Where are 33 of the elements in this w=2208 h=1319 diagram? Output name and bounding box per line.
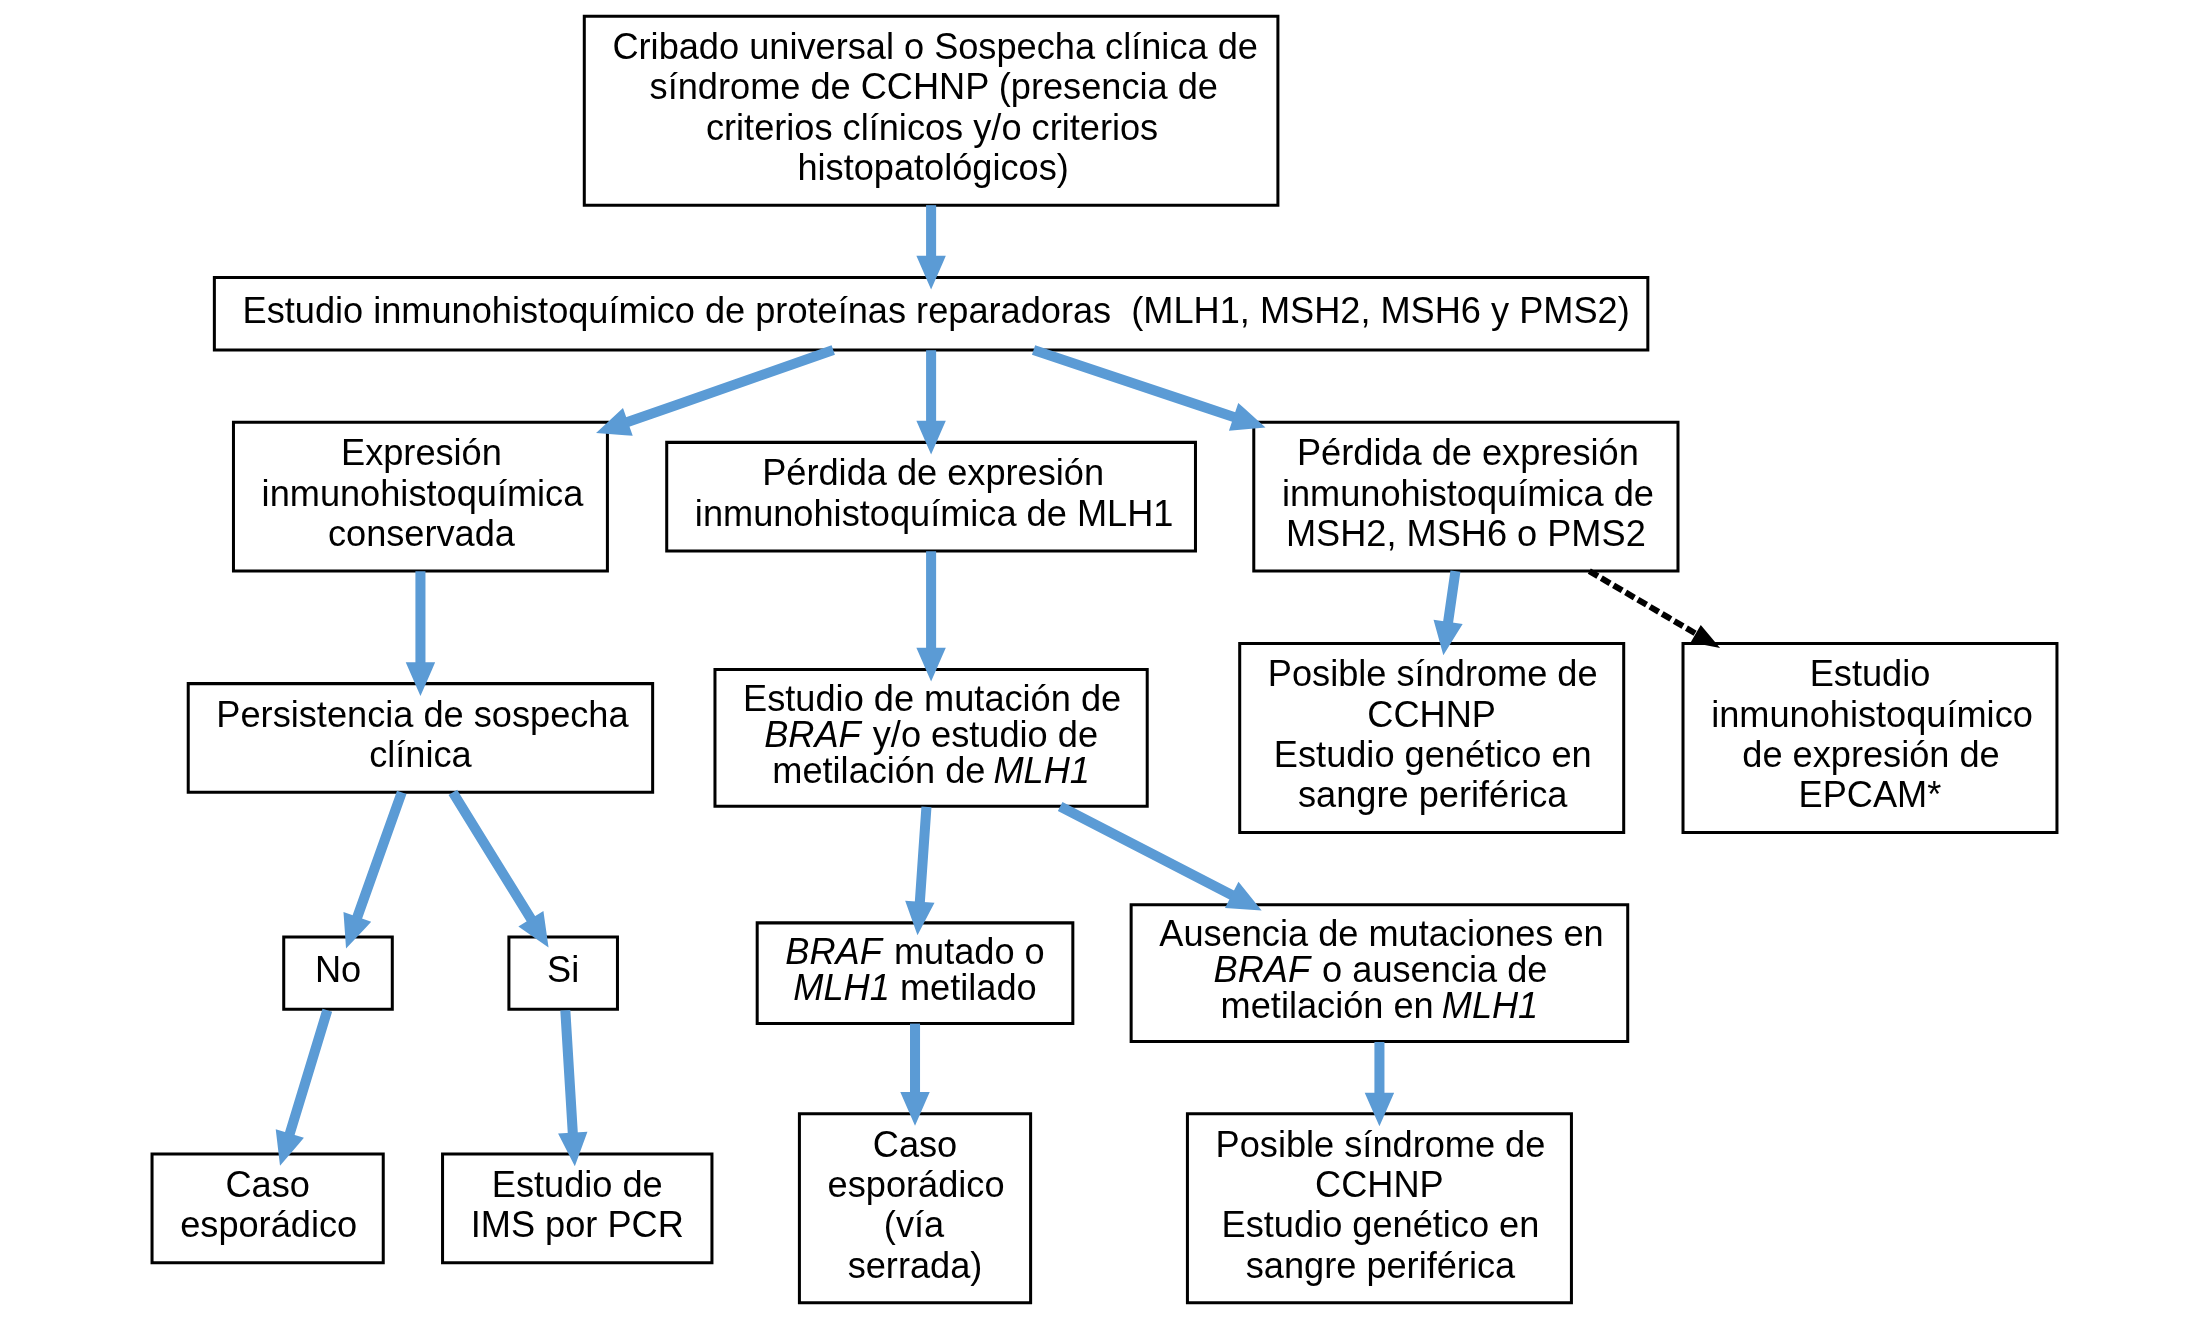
arrow [557,1009,587,1167]
arrow [275,1008,332,1166]
node-box: Ausencia de mutaciones en BRAF o ausencia de metilación en MLH1 [1129,903,1629,1043]
arrow [1031,345,1265,431]
arrow [595,345,835,436]
arrow [405,571,435,696]
node-box: Estudio de mutación de BRAF y/o estudio de metilación de MLH1 [712,668,1149,808]
arrow [1057,802,1262,911]
node-box: Caso esporádico [150,1152,385,1265]
arrow [1587,568,1720,648]
arrow [448,789,549,948]
arrow [1364,1042,1394,1127]
node-box: Estudio inmunohistoquímico de expresión de EPCAM* [1681,641,2058,834]
arrow [915,205,946,290]
arrow [899,1023,930,1126]
node-box: Estudio inmunohistoquímico de proteínas reparadoras (MLH1, MSH2, MSH6 y PMS2) [212,276,1649,352]
node-box: Caso esporádico (vía serrada) [797,1112,1032,1305]
arrow [1433,570,1463,656]
arrow [343,790,406,949]
node-box: Pérdida de expresión inmunohistoquímica de MSH2, MSH6 o PMS2 [1251,420,1679,573]
node-box: Cribado universal o Sospecha clínica de síndrome de CCHNP (presencia de criterios clínicos y/o criterios histopatológicos) [582,14,1279,207]
node-box: No [281,935,394,1011]
node-box: BRAF mutado o MLH1 metilado [755,921,1074,1025]
node-box: Estudio de IMS por PCR [440,1152,713,1265]
arrow [915,551,946,682]
arrow [915,350,946,455]
node-box: Expresión inmunohistoquímica conservada [231,420,609,573]
node-box: Si [506,935,619,1011]
node-box: Posible síndrome de CCHNP Estudio genético en sangre periférica [1185,1112,1573,1305]
node-box: Persistencia de sospecha clínica [186,682,654,794]
node-box: Pérdida de expresión inmunohistoquímica de MLH1 [664,440,1197,553]
node-box: Posible síndrome de CCHNP Estudio genético en sangre periférica [1237,641,1625,834]
arrow [904,806,935,936]
